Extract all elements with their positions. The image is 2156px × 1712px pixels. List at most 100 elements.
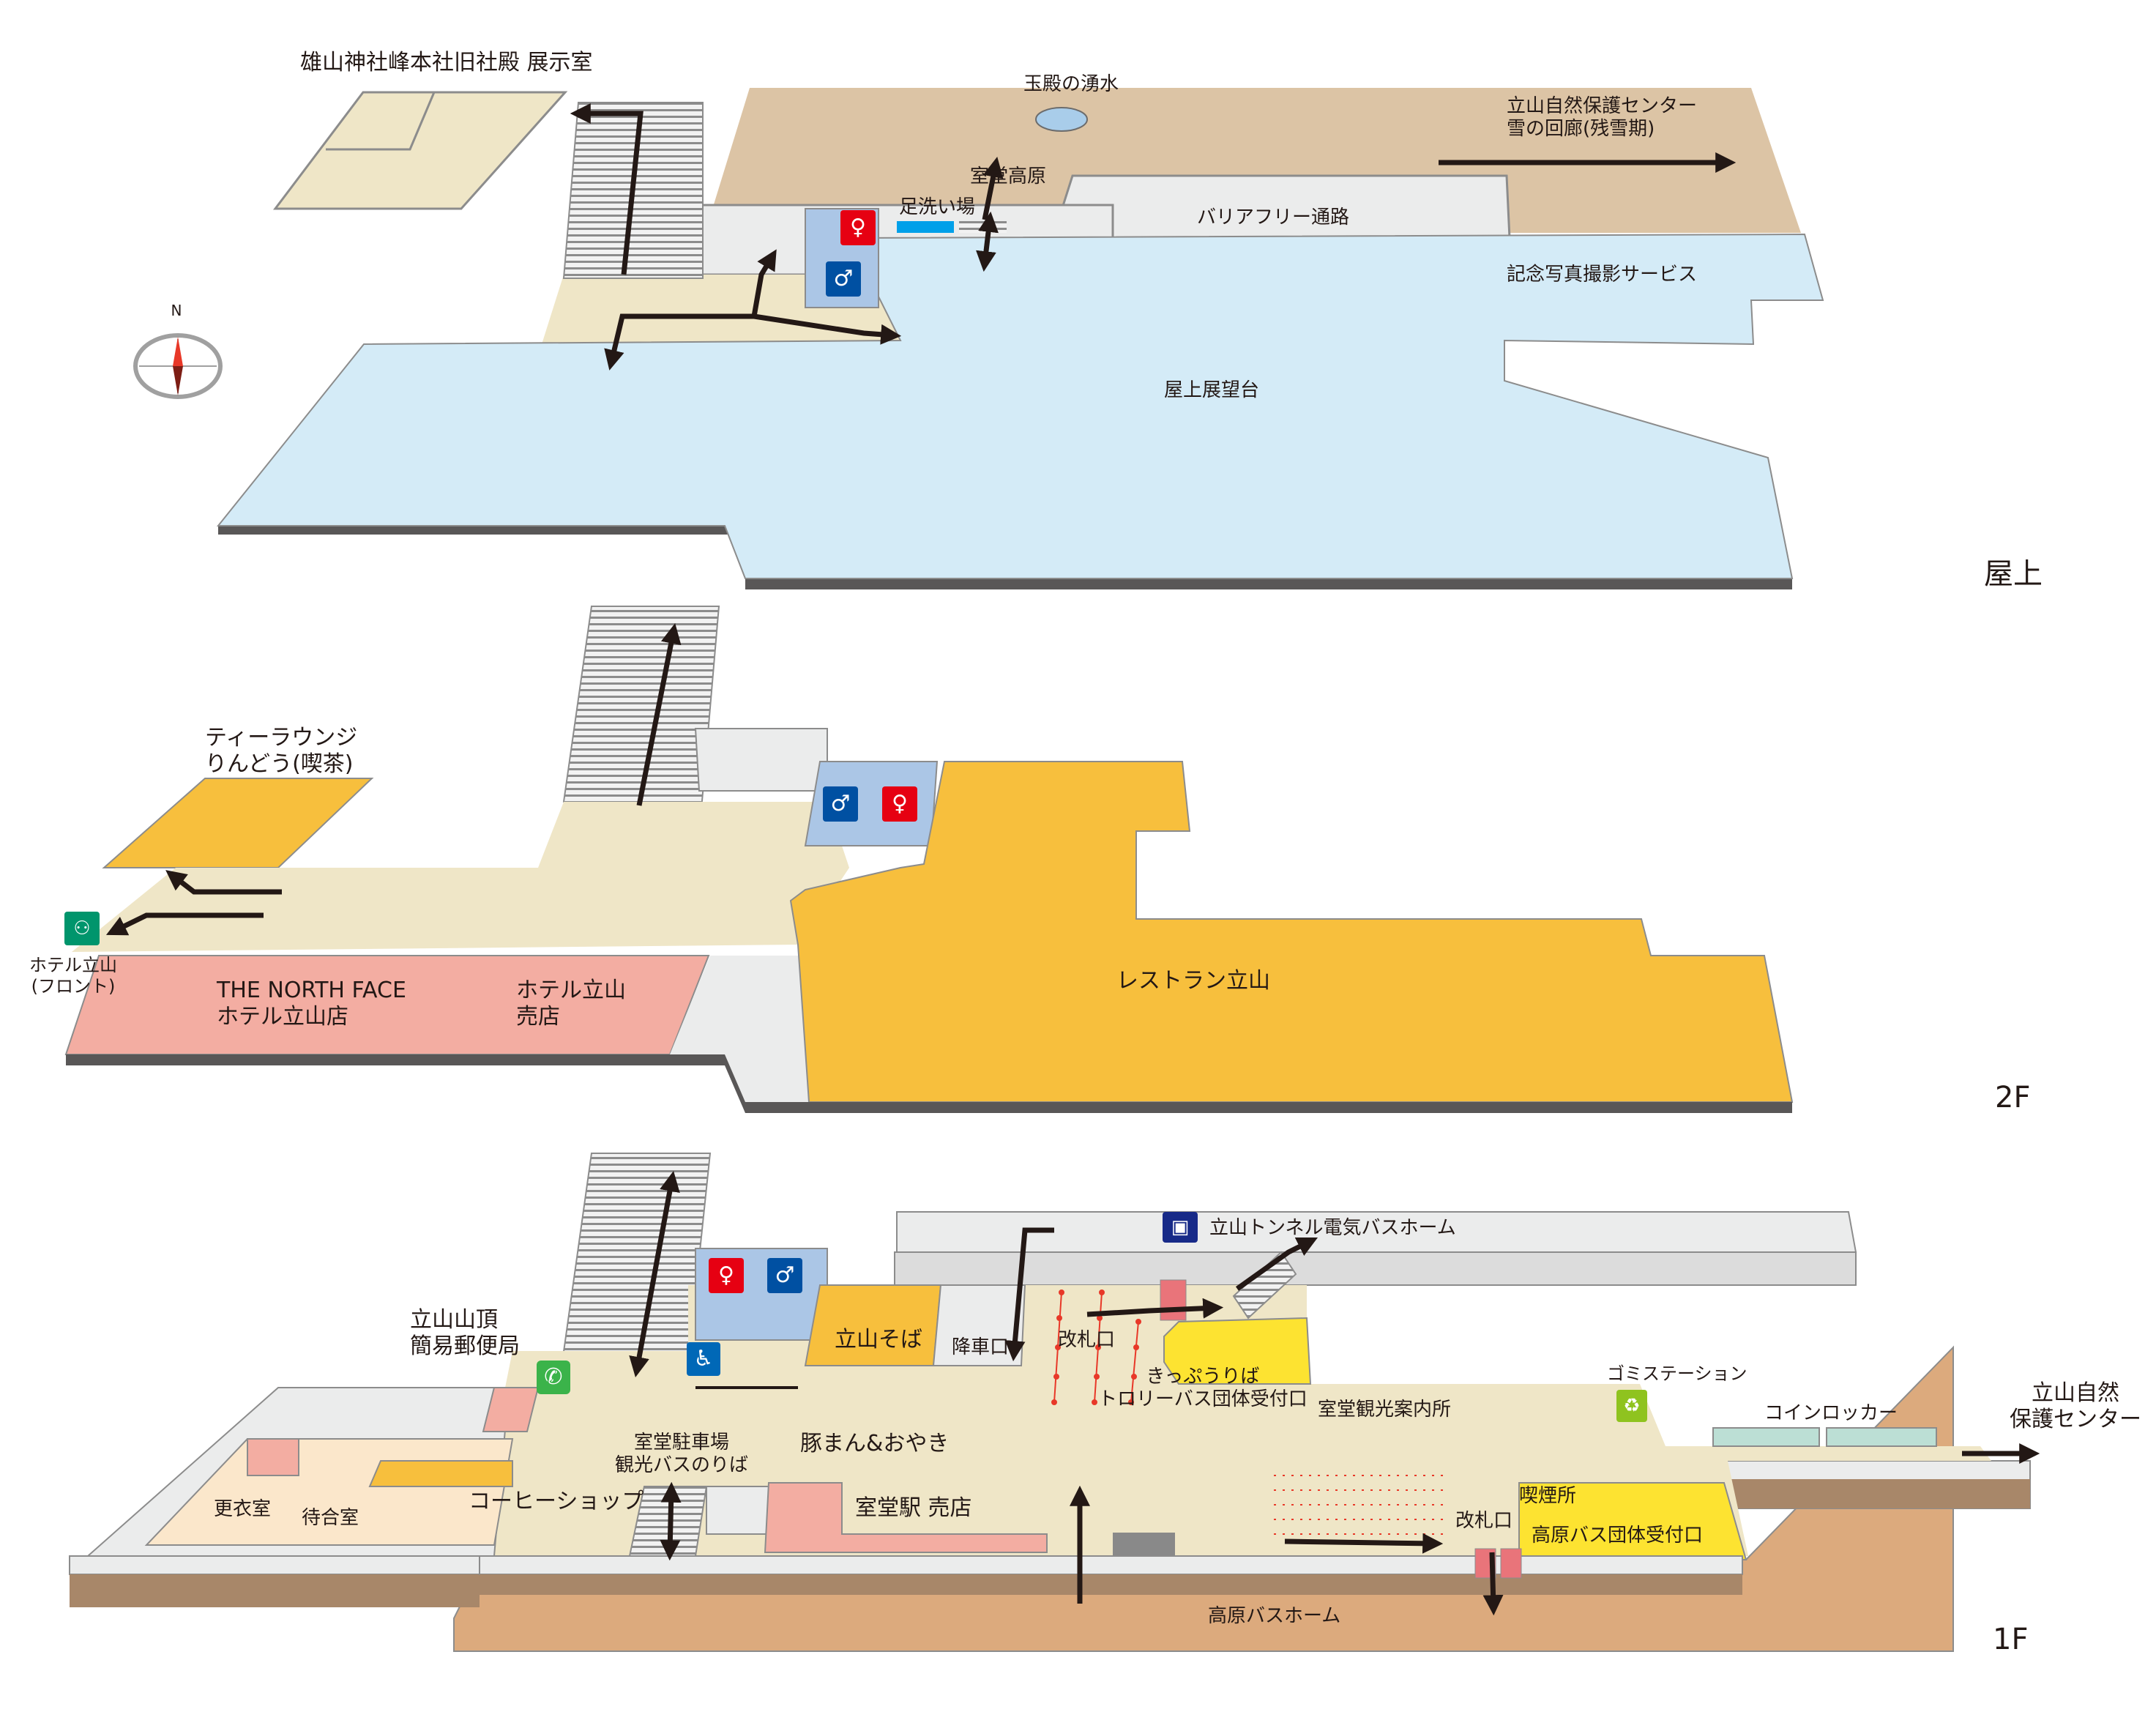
post-office-pink (482, 1387, 540, 1432)
male-toilet-icon: ♂ (826, 261, 861, 297)
arrow-1f-stairs (629, 1170, 680, 1378)
footbath-label: 足洗い場 (899, 196, 976, 218)
arrow-1f-exit (1004, 1227, 1054, 1362)
restaurant-label: レストラン立山 (1116, 968, 1270, 994)
exit-gate-label: 降車口 (952, 1336, 1010, 1358)
2f-upper-gray (694, 728, 828, 792)
east-walkway-base (1724, 1479, 2030, 1508)
buta-man-label: 豚まん&おやき (800, 1431, 950, 1456)
footbath-basin (897, 221, 954, 233)
ticket-gate-upper-markers (1051, 1289, 1141, 1405)
female-toilet-icon: ♀ (709, 1258, 744, 1293)
smoking-room-label: 喫煙所 (1519, 1485, 1577, 1507)
first-floor (69, 1153, 2031, 1652)
arrow-to-hotel (105, 912, 264, 936)
station-shop (764, 1482, 1048, 1553)
kogen-bus-reception-label: 高原バス団体受付口 (1532, 1525, 1704, 1547)
arrow-to-kogen-home (1482, 1552, 1504, 1616)
female-toilet-icon: ♀ (840, 210, 876, 245)
photo-service-label: 記念写真撮影サービス (1507, 264, 1698, 286)
kogen-bus-reception (1518, 1482, 1747, 1560)
1f-beige-main (88, 1285, 1991, 1567)
route-arrows (105, 103, 2040, 1616)
arrow-to-parking (660, 1481, 682, 1561)
2f-floor-label: 2F (1995, 1081, 2031, 1114)
sand-area (705, 88, 1801, 233)
north-face-shop-label: THE NORTH FACE ホテル立山店 (217, 978, 406, 1030)
hotel-shop-label: ホテル立山 売店 (516, 978, 626, 1030)
changing-room-label: 更衣室 (214, 1498, 272, 1520)
bus-tunnel-front (894, 1251, 1857, 1286)
arrow-roof-down (976, 211, 999, 272)
kogen-bus-home-label: 高原バスホーム (1208, 1605, 1341, 1627)
arrow-to-platform (1086, 1298, 1224, 1319)
arrow-2f-up (636, 623, 682, 806)
spring-label: 玉殿の湧水 (1023, 73, 1119, 95)
ticket-gate-upper-label: 改札口 (1058, 1329, 1116, 1351)
roof-deck-side (218, 526, 745, 535)
male-toilet-icon: ♂ (767, 1258, 802, 1293)
coffee-shop-label: コーヒーショップ (469, 1489, 644, 1514)
bus-home-label: 立山トンネル電気バスホーム (1209, 1217, 1456, 1239)
soba-shop (804, 1284, 942, 1366)
second-floor (64, 606, 1794, 1113)
garbage-station-label: ゴミステーション (1607, 1363, 1747, 1384)
wheelchair-icon: ♿ (687, 1342, 720, 1376)
soba-label: 立山そば (835, 1327, 922, 1352)
arrow-to-exhibition (570, 103, 644, 275)
post-office-label: 立山山頂 簡易郵便局 (410, 1307, 520, 1359)
bus-icon: ▣ (1163, 1212, 1198, 1243)
1f-west-base (70, 1574, 480, 1607)
exhibition-room-label: 雄山神社峰本社旧社殿 展示室 (300, 50, 593, 75)
murodo-plateau-label: 室堂高原 (970, 165, 1047, 187)
1f-front-base (480, 1574, 1742, 1595)
roof-deck-side-3 (745, 578, 1792, 589)
tea-lounge-label: ティーラウンジ りんどう(喫茶) (205, 725, 358, 777)
parking-gray (706, 1486, 773, 1535)
restaurant (789, 761, 1794, 1103)
1f-stairs (561, 1153, 712, 1363)
footbath-stairs (959, 221, 1007, 233)
coffee-shop-area (368, 1460, 513, 1487)
exit-gate-area (932, 1284, 1026, 1366)
arrow-roof-up (982, 157, 1004, 220)
arrow-to-tea-lounge (165, 870, 282, 895)
2f-side (66, 1054, 1792, 1113)
trolley-reception (1163, 1317, 1312, 1385)
2f-beige-corridor (72, 802, 849, 952)
nature-center-1f-label: 立山自然 保護センター (2010, 1380, 2141, 1432)
ticket-gate-lower-label: 改札口 (1455, 1510, 1513, 1532)
changing-room-pink (247, 1438, 299, 1476)
station-shop-label: 室堂駅 売店 (855, 1495, 972, 1521)
coin-locker-2 (1826, 1427, 1937, 1447)
hotel-front-label: ホテル立山 (フロント) (29, 955, 117, 997)
observation-deck-label: 屋上展望台 (1164, 379, 1260, 401)
1f-floor-label: 1F (1993, 1623, 2029, 1656)
barrier-free-label: バリアフリー通路 (1197, 206, 1350, 228)
2f-gray-area (670, 956, 824, 1102)
compass-north-label: N (171, 302, 182, 319)
waiting-room-label: 待合室 (302, 1507, 359, 1529)
observation-deck (216, 233, 1824, 579)
trolley-reception-label: きっぷうりば トロリーバス団体受付口 (1098, 1366, 1308, 1411)
arrow-roof-right (753, 313, 902, 345)
arrow-roof-up-right (751, 249, 777, 317)
roof-floor (216, 88, 1824, 589)
male-toilet-icon: ♂ (823, 786, 858, 822)
arrow-roof-left (604, 313, 754, 371)
coin-locker-label: コインロッカー (1764, 1402, 1898, 1424)
info-center-label: 室堂観光案内所 (1318, 1399, 1452, 1421)
tea-lounge-area (102, 778, 374, 868)
parking-label: 室堂駐車場 観光バスのりば (615, 1432, 749, 1477)
compass-icon: N (130, 302, 225, 410)
1f-front-edge (479, 1555, 1743, 1575)
arrow-to-lower-gate (1284, 1533, 1444, 1554)
ticket-gate-lower-markers (1274, 1475, 1450, 1535)
recycle-icon: ♻ (1616, 1390, 1647, 1422)
exhibition-room (272, 91, 568, 210)
arrow-to-bus-stairs (1235, 1237, 1318, 1291)
spring-pond (1035, 107, 1088, 132)
female-toilet-icon: ♀ (882, 786, 917, 822)
telephone-icon: ✆ (537, 1361, 570, 1394)
